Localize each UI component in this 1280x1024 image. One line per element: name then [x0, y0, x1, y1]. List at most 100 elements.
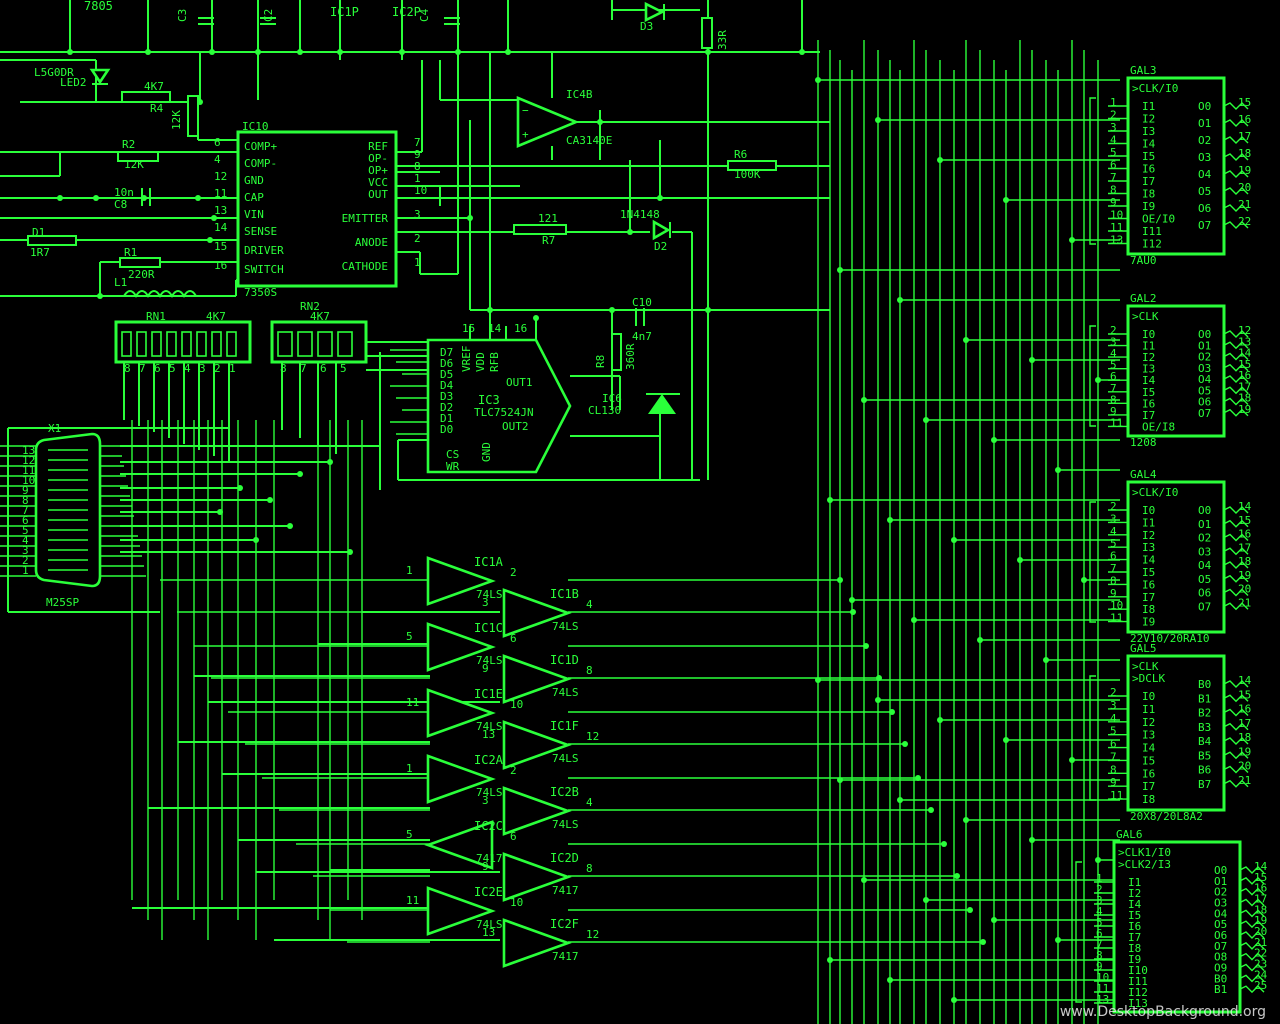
ic10-left-pin-label: COMP+ — [244, 140, 277, 153]
gal-output-label: O7 — [1198, 219, 1211, 232]
buffer-part: 7417 — [476, 852, 503, 865]
junction-dot — [977, 637, 983, 643]
rn-pin-number: 2 — [214, 362, 221, 375]
gal-input-label: I4 — [1142, 742, 1156, 755]
junction-dot — [980, 939, 986, 945]
led-symbol — [89, 68, 111, 85]
dac-data-pin: D4 — [440, 379, 454, 392]
junction-dot — [467, 215, 473, 221]
gal-input-pin: 2 — [1110, 109, 1117, 122]
gal-output-lead — [1239, 887, 1265, 896]
gal-bracket — [1089, 501, 1096, 623]
buffer-part: 74LS — [476, 654, 503, 667]
r121-value: R7 — [542, 234, 555, 247]
junction-dot — [911, 617, 917, 623]
gal-output-lead — [1239, 876, 1265, 885]
d1-value: 1R7 — [30, 246, 50, 259]
buffer-out-pin: 12 — [586, 928, 599, 941]
gal-output-lead — [1223, 136, 1249, 144]
buffer-part: 74LS — [552, 686, 579, 699]
junction-dot — [1095, 377, 1101, 383]
label-c4: C4 — [418, 8, 431, 22]
gal-output-pin: 22 — [1254, 947, 1267, 960]
junction-dot — [897, 797, 903, 803]
gal-output-pin: 14 — [1238, 500, 1252, 513]
gal-3: GAL520X8/20L8A2>CLK>DCLKI02I13I24I35I46I… — [1089, 642, 1252, 823]
buffer-part: 74LS — [476, 720, 503, 733]
gal-input-label: I12 — [1128, 986, 1148, 999]
gal-output-lead — [1223, 102, 1249, 110]
zener-cl130 — [646, 393, 680, 414]
gal-input-label: I3 — [1142, 363, 1155, 376]
gal-output-pin: 19 — [1254, 914, 1267, 927]
ic10-right-pin-number: 2 — [414, 232, 421, 245]
gal-input-pin: 5 — [1096, 916, 1103, 929]
gal-input-label: I5 — [1142, 150, 1155, 163]
buffer-ic1a — [426, 556, 496, 606]
gal-4: GAL6>CLK1/I0>CLK2/I3I11I22I43I54I65I76I8… — [1075, 828, 1268, 1014]
c10-label: C10 — [632, 296, 652, 309]
ic10-right-pin-number: 8 — [414, 160, 421, 173]
opamp-ref: IC4B — [566, 88, 593, 101]
gal-output-lead — [1223, 187, 1249, 195]
gal-output-label: O7 — [1214, 940, 1227, 953]
junction-dot — [255, 49, 261, 55]
dac-top-pin-number: 16 — [514, 322, 527, 335]
buffer-out-pin: 8 — [586, 862, 593, 875]
gal-input-label: I8 — [1142, 603, 1155, 616]
junction-dot — [928, 807, 934, 813]
gal-input-pin: 5 — [1110, 146, 1117, 159]
gal-input-pin: 6 — [1110, 738, 1117, 751]
gal-output-label: O5 — [1198, 573, 1211, 586]
junction-dot — [991, 437, 997, 443]
gal-input-label: I2 — [1128, 887, 1141, 900]
ic10-left-pin-number: 12 — [214, 170, 227, 183]
gal-body — [1126, 304, 1226, 438]
buffer-ref: IC2F — [550, 917, 579, 931]
junction-dot — [209, 49, 215, 55]
buffer-out-pin: 6 — [510, 632, 517, 645]
r3-value: 12K — [170, 110, 183, 130]
resistor-d1 — [27, 235, 77, 246]
gal-output-lead — [1239, 931, 1265, 939]
rn-resistor — [226, 331, 237, 357]
buffer-ic1d — [502, 654, 572, 704]
gal-input-label: OE/I8 — [1142, 420, 1175, 433]
gal-input-label: I11 — [1128, 975, 1148, 988]
r8-value: 360R — [624, 343, 637, 370]
junction-dot — [887, 977, 893, 983]
rn-resistor — [211, 331, 222, 357]
gal-output-pin: 13 — [1238, 335, 1251, 348]
dac-data-pin: D6 — [440, 357, 453, 370]
buffer-ic2a — [426, 754, 496, 804]
gal-output-label: O2 — [1198, 532, 1211, 545]
buffer-ref: IC2A — [474, 753, 504, 767]
opamp-pin-plus: + — [522, 128, 529, 141]
gal-input-label: I7 — [1142, 591, 1155, 604]
gal-output-label: O0 — [1198, 100, 1211, 113]
gal-output-pin: 19 — [1238, 164, 1251, 177]
led-type-label: L5G0DR — [34, 66, 74, 79]
gal-output-label: B1 — [1214, 983, 1227, 996]
gal-output-pin: 23 — [1254, 958, 1267, 971]
connector-pin-number: 6 — [22, 514, 29, 527]
junction-dot — [967, 907, 973, 913]
gal-input-pin: 6 — [1110, 370, 1117, 383]
gal-output-label: B3 — [1198, 721, 1211, 734]
junction-dot — [815, 77, 821, 83]
gal-input-pin: 2 — [1110, 324, 1117, 337]
dac-top-pin-number: 14 — [488, 322, 502, 335]
dac-data-pin: D3 — [440, 390, 453, 403]
junction-dot — [963, 337, 969, 343]
gal-input-pin: 4 — [1110, 134, 1117, 147]
gal-output-label: O0 — [1198, 504, 1211, 517]
gal-output-pin: 19 — [1238, 403, 1251, 416]
gal-output-label: O6 — [1198, 202, 1211, 215]
dac-cs: CS — [446, 448, 459, 461]
cl-part: CL130 — [588, 404, 621, 417]
dac-top-pin-label: RFB — [488, 352, 501, 372]
gal-output-label: O8 — [1214, 951, 1227, 964]
gal-output-pin: 15 — [1238, 688, 1251, 701]
dac-data-pin: D7 — [440, 346, 453, 359]
